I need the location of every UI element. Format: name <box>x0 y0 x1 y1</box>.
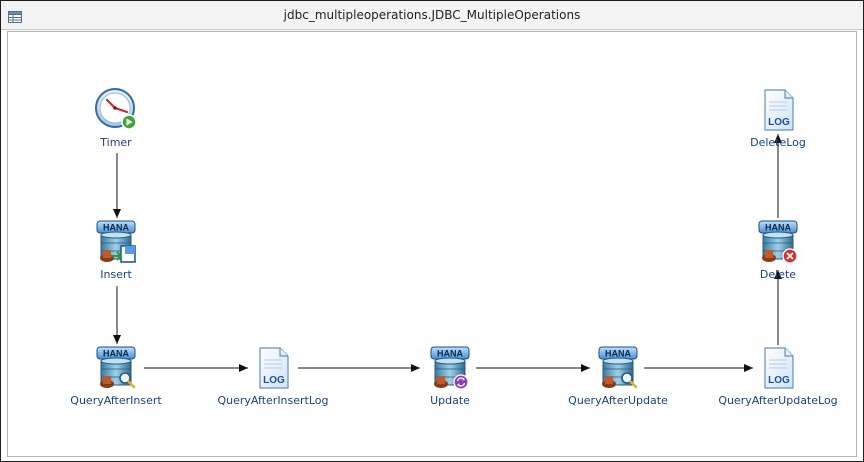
hana-query-icon: HANA <box>597 346 639 390</box>
hana-delete-icon: HANA <box>757 220 799 264</box>
node-query-after-insert-log[interactable]: LOG QueryAfterInsertLog <box>208 346 338 428</box>
node-label: Delete <box>759 268 797 281</box>
svg-text:HANA: HANA <box>605 349 631 359</box>
node-query-after-insert[interactable]: HANA QueryAfterInsert <box>51 346 181 428</box>
node-label: DeleteLog <box>750 136 806 149</box>
window-grid-icon <box>8 8 22 27</box>
node-label: Update <box>430 394 470 407</box>
log-file-icon: LOG <box>757 88 799 132</box>
log-file-icon: LOG <box>252 346 294 390</box>
window-title: jdbc_multipleoperations.JDBC_MultipleOpe… <box>283 8 581 22</box>
node-query-after-update[interactable]: HANA QueryAfterUpdate <box>553 346 683 428</box>
svg-text:HANA: HANA <box>765 223 791 233</box>
node-query-after-update-log[interactable]: LOG QueryAfterUpdateLog <box>713 346 843 428</box>
node-timer[interactable]: Timer <box>51 88 181 170</box>
node-label: QueryAfterUpdateLog <box>718 394 838 407</box>
node-delete[interactable]: HANA Delete <box>713 220 843 302</box>
node-insert[interactable]: HANA Insert <box>51 220 181 302</box>
node-label: QueryAfterUpdate <box>568 394 668 407</box>
svg-text:HANA: HANA <box>103 349 129 359</box>
svg-text:HANA: HANA <box>437 349 463 359</box>
node-label: QueryAfterInsertLog <box>217 394 329 407</box>
log-file-icon: LOG <box>757 346 799 390</box>
svg-text:LOG: LOG <box>263 375 285 386</box>
title-bar: jdbc_multipleoperations.JDBC_MultipleOpe… <box>1 1 863 30</box>
node-delete-log[interactable]: LOG DeleteLog <box>713 88 843 170</box>
hana-insert-icon: HANA <box>95 220 137 264</box>
flow-canvas[interactable]: Timer HANA Insert <box>7 31 857 457</box>
svg-text:LOG: LOG <box>768 117 790 128</box>
svg-text:HANA: HANA <box>103 223 129 233</box>
hana-update-icon: HANA <box>429 346 471 390</box>
hana-query-icon: HANA <box>95 346 137 390</box>
node-label: Insert <box>100 268 132 281</box>
timer-clock-icon <box>95 88 137 132</box>
flow-connectors <box>113 134 782 372</box>
node-label: Timer <box>100 136 132 149</box>
svg-text:LOG: LOG <box>768 375 790 386</box>
node-update[interactable]: HANA Update <box>385 346 515 428</box>
node-label: QueryAfterInsert <box>70 394 162 407</box>
